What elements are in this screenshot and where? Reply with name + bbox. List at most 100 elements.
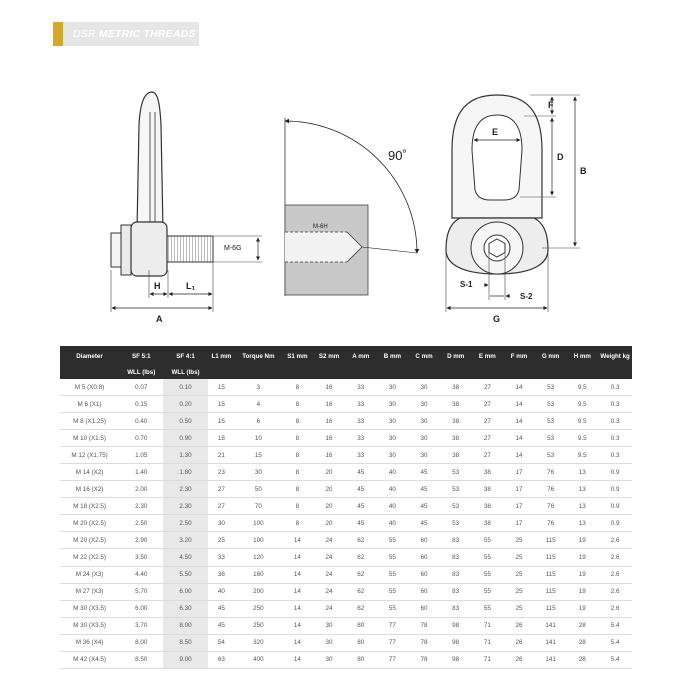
side-bolt bbox=[166, 235, 214, 263]
table-cell: 15 bbox=[207, 379, 236, 397]
diameter-cell: M 14 (X2) bbox=[60, 463, 120, 482]
table-cell: 53 bbox=[534, 395, 567, 414]
table-cell: 5.70 bbox=[119, 583, 164, 601]
table-cell: 40 bbox=[376, 463, 409, 482]
table-cell: 45 bbox=[408, 497, 440, 516]
table-cell: 5.4 bbox=[598, 634, 632, 652]
table-cell: 13 bbox=[566, 514, 599, 533]
table-cell: 53 bbox=[439, 514, 472, 533]
table-cell: 3 bbox=[235, 379, 282, 397]
table-cell: 2.50 bbox=[163, 514, 208, 533]
table-cell: 25 bbox=[503, 566, 535, 584]
table-cell: 115 bbox=[534, 583, 567, 601]
label-s2: S-2 bbox=[520, 292, 533, 301]
header-cell: Weight kg bbox=[598, 346, 632, 366]
table-cell: 24 bbox=[313, 583, 345, 601]
table-cell: 98 bbox=[439, 617, 472, 635]
table-cell: 2.6 bbox=[598, 583, 632, 601]
table-cell: 0.10 bbox=[163, 379, 208, 397]
table-cell: 100 bbox=[235, 514, 282, 533]
table-cell: 2.90 bbox=[119, 531, 164, 550]
page-title: DSR METRIC THREADS bbox=[73, 28, 196, 40]
header-cell: F mm bbox=[503, 346, 535, 366]
table-cell: 80 bbox=[344, 617, 377, 635]
table-cell: 78 bbox=[408, 617, 440, 635]
table-cell: 30 bbox=[376, 446, 409, 465]
table-cell: 14 bbox=[281, 566, 314, 584]
table-cell: 30 bbox=[376, 379, 409, 397]
table-cell: 0.3 bbox=[598, 379, 632, 397]
table-cell: 115 bbox=[534, 600, 567, 618]
table-cell: 53 bbox=[534, 412, 567, 431]
table-cell: 14 bbox=[503, 379, 535, 397]
table-cell: 30 bbox=[408, 446, 440, 465]
table-cell: 10 bbox=[235, 429, 282, 448]
table-cell: 14 bbox=[503, 412, 535, 431]
table-cell: 63 bbox=[207, 651, 236, 669]
table-cell: 8 bbox=[281, 379, 314, 397]
table-cell: 19 bbox=[566, 548, 599, 567]
table-cell: 24 bbox=[313, 600, 345, 618]
table-cell: 115 bbox=[534, 566, 567, 584]
table-cell: 1.30 bbox=[163, 446, 208, 465]
table-cell: 38 bbox=[471, 480, 504, 499]
table-cell: 55 bbox=[376, 583, 409, 601]
table-subheader-row: WLL (lbs) WLL (lbs) bbox=[60, 366, 632, 379]
table-cell: 1.40 bbox=[119, 463, 164, 482]
table-cell: 30 bbox=[313, 634, 345, 652]
table-cell: 38 bbox=[439, 395, 472, 414]
table-cell: 18 bbox=[207, 429, 236, 448]
table-cell: 8.50 bbox=[119, 651, 164, 669]
diameter-cell: M 18 (X2.5) bbox=[60, 497, 120, 516]
diameter-cell: M 8 (X1.25) bbox=[60, 412, 120, 431]
table-cell: 250 bbox=[235, 617, 282, 635]
table-cell: 8 bbox=[281, 429, 314, 448]
table-cell: 0.70 bbox=[119, 429, 164, 448]
label-m6g: M-6G bbox=[224, 245, 242, 252]
title-bar: DSR METRIC THREADS bbox=[53, 22, 199, 46]
table-cell: 17 bbox=[503, 497, 535, 516]
label-l1: L₁ bbox=[186, 281, 195, 291]
table-cell: 30 bbox=[376, 429, 409, 448]
table-cell: 33 bbox=[344, 429, 377, 448]
table-cell: 115 bbox=[534, 531, 567, 550]
table-cell: 24 bbox=[313, 566, 345, 584]
table-cell: 33 bbox=[207, 548, 236, 567]
title-prefix: DSR bbox=[73, 28, 96, 40]
table-cell: 45 bbox=[344, 480, 377, 499]
table-cell: 38 bbox=[439, 429, 472, 448]
table-cell: 83 bbox=[439, 531, 472, 550]
front-eye bbox=[471, 114, 523, 201]
table-cell: 62 bbox=[344, 566, 377, 584]
table-cell: 4.50 bbox=[163, 548, 208, 567]
table-cell: 14 bbox=[503, 446, 535, 465]
table-cell: 0.20 bbox=[163, 395, 208, 414]
table-cell: 77 bbox=[376, 634, 409, 652]
header-cell: C mm bbox=[408, 346, 440, 366]
table-cell: 14 bbox=[281, 651, 314, 669]
table-cell: 2.30 bbox=[163, 497, 208, 516]
table-cell: 141 bbox=[534, 651, 567, 669]
table-cell: 62 bbox=[344, 531, 377, 550]
label-d: D bbox=[557, 152, 564, 162]
table-cell: 5.50 bbox=[163, 566, 208, 584]
table-cell: 8.00 bbox=[119, 634, 164, 652]
table-cell: 30 bbox=[313, 651, 345, 669]
table-cell: 2.6 bbox=[598, 548, 632, 567]
table-cell: 141 bbox=[534, 617, 567, 635]
table-cell: 62 bbox=[344, 548, 377, 567]
table-cell: 27 bbox=[207, 480, 236, 499]
table-cell: 17 bbox=[503, 514, 535, 533]
table-cell: 15 bbox=[207, 412, 236, 431]
table-cell: 25 bbox=[207, 531, 236, 550]
label-h: H bbox=[154, 281, 161, 291]
table-cell: 2.50 bbox=[119, 514, 164, 533]
table-cell: 15 bbox=[235, 446, 282, 465]
table-cell: 200 bbox=[235, 583, 282, 601]
